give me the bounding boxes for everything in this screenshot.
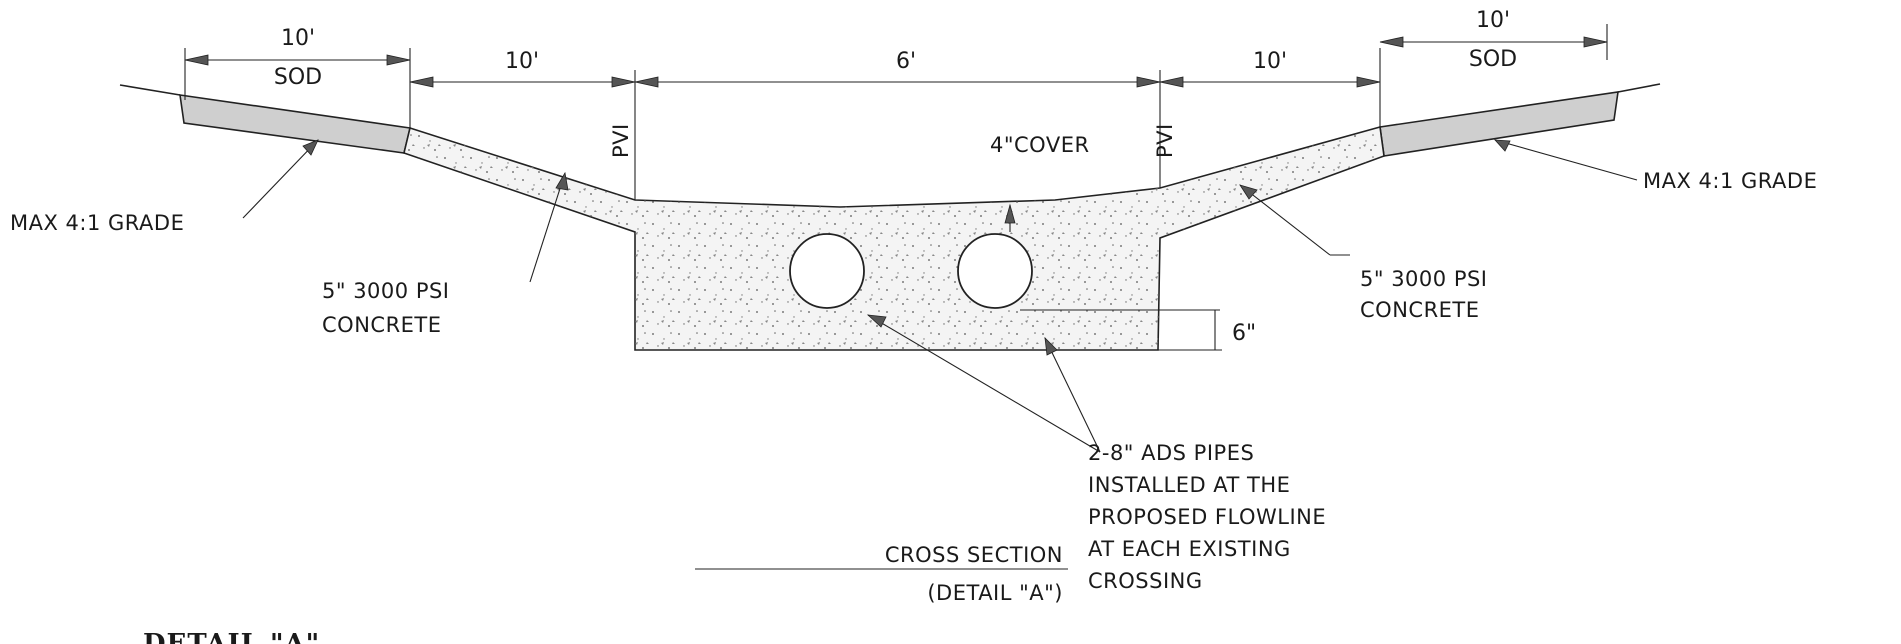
arrowhead (1583, 36, 1608, 48)
arrowhead (1159, 76, 1184, 88)
arrowhead (184, 54, 209, 66)
pipe-right (957, 233, 1033, 309)
pipe-left (789, 233, 865, 309)
dim-left-sod-label: SOD (274, 65, 322, 90)
arrowhead (1044, 336, 1058, 356)
arrowhead (866, 314, 887, 328)
leader-grade-right (1494, 139, 1638, 181)
concrete-label-right-2: CONCRETE (1360, 298, 1480, 322)
dim-right-sod-width: 10' (1476, 8, 1510, 33)
arrowhead (386, 54, 411, 66)
arrowhead (1239, 184, 1258, 200)
arrowhead (634, 76, 659, 88)
dim-left-slope: 10' (505, 49, 539, 74)
arrowhead (1494, 139, 1511, 152)
arrowhead (611, 76, 636, 88)
pipes-label-2: INSTALLED AT THE (1088, 473, 1290, 497)
arrowhead (1004, 203, 1016, 224)
arrowhead (409, 76, 434, 88)
sod-strip-left (179, 94, 411, 154)
arrowhead (1136, 76, 1161, 88)
concrete-texture (404, 127, 1384, 350)
section-subtitle: (DETAIL "A") (927, 581, 1063, 605)
pipes-label-1: 2-8" ADS PIPES (1088, 441, 1254, 465)
arrowhead (1379, 36, 1404, 48)
dim-left-sod-width: 10' (281, 26, 315, 51)
arrowhead (302, 139, 319, 156)
ground-line-left (119, 84, 181, 96)
section-title: CROSS SECTION (885, 543, 1063, 567)
pipes-label-5: CROSSING (1088, 569, 1203, 593)
leader-pipes-2 (1044, 337, 1101, 453)
pipes-label-4: AT EACH EXISTING (1088, 537, 1291, 561)
dim-channel: 6' (896, 49, 916, 74)
detail-heading: DETAIL "A" (143, 629, 320, 644)
leader-concrete-right (1239, 184, 1331, 256)
grade-label-right: MAX 4:1 GRADE (1643, 169, 1817, 193)
arrowhead (555, 171, 569, 191)
dim-bottom-depth: 6" (1232, 321, 1256, 346)
pipes-label-3: PROPOSED FLOWLINE (1088, 505, 1326, 529)
leader-concrete-left (529, 172, 566, 283)
pvi-label-right: PVI (1153, 123, 1177, 158)
arrowhead (1356, 76, 1381, 88)
cover-label: 4"COVER (990, 133, 1090, 157)
concrete-label-left-2: CONCRETE (322, 313, 442, 337)
leader-grade-left (242, 139, 319, 219)
leader-pipes-1 (867, 314, 1101, 453)
sod-strip-right (1379, 91, 1619, 157)
dim-right-slope: 10' (1253, 49, 1287, 74)
pvi-label-left: PVI (609, 123, 633, 158)
concrete-label-right-1: 5" 3000 PSI (1360, 267, 1488, 291)
concrete-label-left-1: 5" 3000 PSI (322, 279, 450, 303)
dim-right-sod-label: SOD (1469, 47, 1517, 72)
grade-label-left: MAX 4:1 GRADE (10, 211, 184, 235)
ground-line-right (1617, 83, 1661, 93)
